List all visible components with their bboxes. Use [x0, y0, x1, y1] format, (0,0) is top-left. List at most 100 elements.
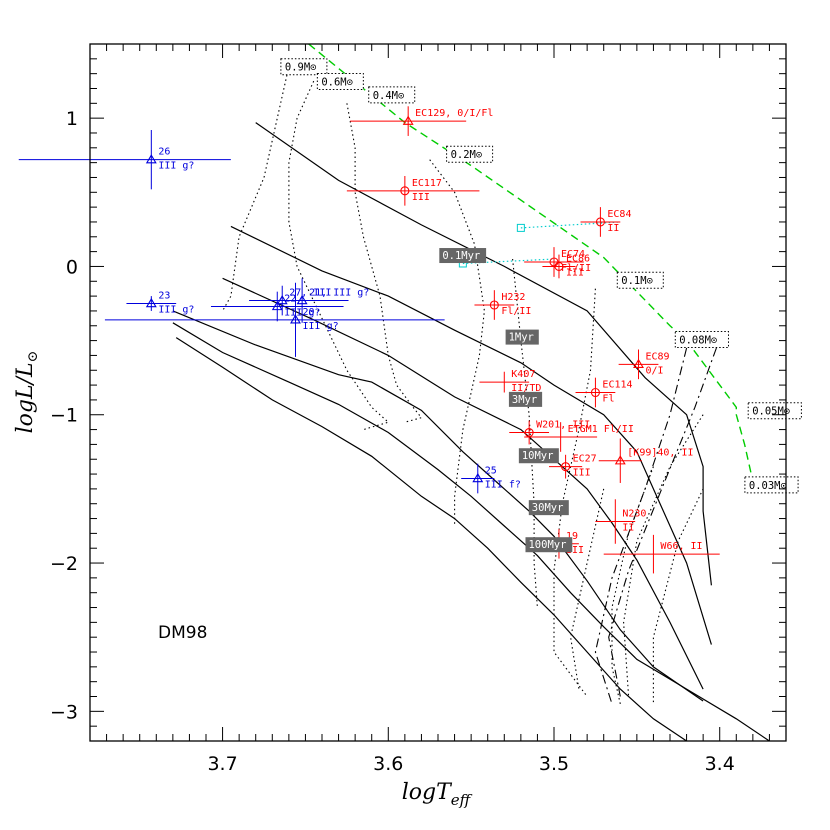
- isochrone-label-100myr: 100Myr: [528, 539, 566, 551]
- point-sublabel: 0/I: [646, 365, 664, 376]
- point-sublabel: III f?: [485, 480, 521, 491]
- track-label-box: [674, 331, 729, 349]
- deuterium-burning-limit: [308, 44, 754, 482]
- data-points: EC129, 0/I/FlEC117IIIEC84IIEC74Fl/IIEC86…: [18, 106, 720, 574]
- isochrone-100myr: [175, 337, 687, 741]
- point-label: [K99]40, II: [627, 448, 693, 459]
- track-unlabeled-6: [570, 488, 605, 690]
- point-label: EC114: [602, 380, 632, 391]
- x-axis-title: logTeff: [402, 780, 473, 809]
- triangle-marker: [290, 314, 301, 324]
- track-0-1m: [512, 258, 538, 608]
- point-label: 22: [284, 293, 296, 304]
- isochrone-0-1myr: [255, 122, 712, 586]
- red-point-ec129-0-i-fl: EC129, 0/I/Fl: [350, 106, 493, 136]
- red-point-k99-40-ii: [K99]40, II: [598, 438, 694, 483]
- isochrone-label-1myr: 1Myr: [509, 332, 534, 344]
- point-sublabel: III g?: [158, 305, 194, 316]
- point-label: W66, II: [660, 541, 702, 552]
- circle-marker: [489, 300, 499, 310]
- cyan-square-marker: [516, 223, 525, 232]
- point-label: 26: [158, 147, 170, 158]
- point-sublabel: III: [566, 545, 584, 556]
- curve-labels: 0.1Myr 1Myr 3Myr 10Myr 30Myr 100Myr 0.9M⊙ 0.6M⊙…: [280, 58, 802, 553]
- point-label: EC74: [561, 249, 585, 260]
- track-label-0-9m: 0.9M⊙: [285, 62, 317, 74]
- track-label-0-1m: 0.1M⊙: [621, 275, 653, 287]
- triangle-marker: [271, 300, 283, 311]
- point-sublabel: III g?: [158, 161, 194, 172]
- x-tick-label: 3.5: [539, 753, 569, 775]
- track-label-box: [280, 58, 328, 76]
- point-label: 27, III: [289, 288, 331, 299]
- track-label-0-4m: 0.4M⊙: [373, 90, 405, 102]
- track-0-6m: [288, 80, 390, 431]
- x-tick-label: 3.4: [705, 753, 735, 775]
- isochrone-label-bg: [525, 537, 573, 553]
- triangle-marker: [145, 154, 157, 164]
- track-0-05m: [623, 414, 704, 697]
- triangle-marker: [402, 115, 414, 125]
- circle-marker: [554, 261, 564, 271]
- track-0-4m: [346, 103, 423, 423]
- point-label: EC27: [573, 454, 597, 465]
- triangle-marker: [614, 455, 626, 465]
- point-label: 19: [566, 531, 578, 542]
- isochrone-1myr: [230, 225, 712, 645]
- circle-marker: [561, 462, 571, 472]
- isochrone-label-30myr: 30Myr: [532, 502, 564, 514]
- point-label: 21, III g?: [309, 288, 369, 299]
- point-sublabel: II: [622, 523, 634, 534]
- track-0-9m: [222, 66, 290, 312]
- isochrone-label-3myr: 3Myr: [512, 394, 537, 406]
- track-label-box: [368, 86, 416, 104]
- y-tick-label: 1: [66, 108, 78, 130]
- point-sublabel: III: [566, 267, 584, 278]
- point-label: EC129, 0/I/Fl: [415, 108, 493, 119]
- point-label: EC84: [607, 209, 631, 220]
- track-label-0-03m: 0.03M⊙: [749, 480, 787, 492]
- isochrone-30myr: [172, 322, 770, 741]
- track-unlabeled-10: [594, 347, 688, 705]
- isochrone-label-10myr: 10Myr: [522, 450, 554, 462]
- track-0-08m: [553, 288, 596, 697]
- triangle-marker: [472, 472, 484, 483]
- isochrone-3myr: [222, 277, 704, 690]
- track-0-03m: [652, 488, 704, 704]
- track-label-0-05m: 0.05M⊙: [752, 406, 790, 418]
- track-label-box: [747, 402, 802, 420]
- y-tick-label: 0: [66, 256, 78, 278]
- y-tick-label: −1: [50, 405, 78, 427]
- point-sublabel: II/TD: [511, 383, 541, 394]
- point-label: EC86: [566, 253, 590, 264]
- point-label: 20: [302, 307, 314, 318]
- isochrone-label-bg: [528, 500, 569, 516]
- cyan-link-1: [462, 258, 555, 265]
- y-tick-label: −2: [50, 553, 78, 575]
- blue-point-20: 20 III g?: [104, 282, 445, 357]
- point-label: 23: [158, 291, 170, 302]
- track-0-2m: [429, 159, 485, 526]
- track-label-0-2m: 0.2M⊙: [451, 149, 483, 161]
- isochrone-label-0-1myr: 0.1Myr: [442, 250, 480, 262]
- x-tick-label: 3.7: [207, 753, 237, 775]
- triangle-marker: [145, 297, 157, 308]
- isochrone-label-bg: [439, 248, 487, 264]
- track-label-box: [446, 145, 494, 163]
- point-sublabel: Fl: [602, 394, 614, 405]
- track-label-0-6m: 0.6M⊙: [321, 77, 353, 89]
- point-sublabel: Fl/II: [561, 263, 591, 274]
- track-unlabeled-7: [611, 466, 654, 705]
- isochrone-10myr: [172, 310, 704, 702]
- point-label: N230: [622, 509, 646, 520]
